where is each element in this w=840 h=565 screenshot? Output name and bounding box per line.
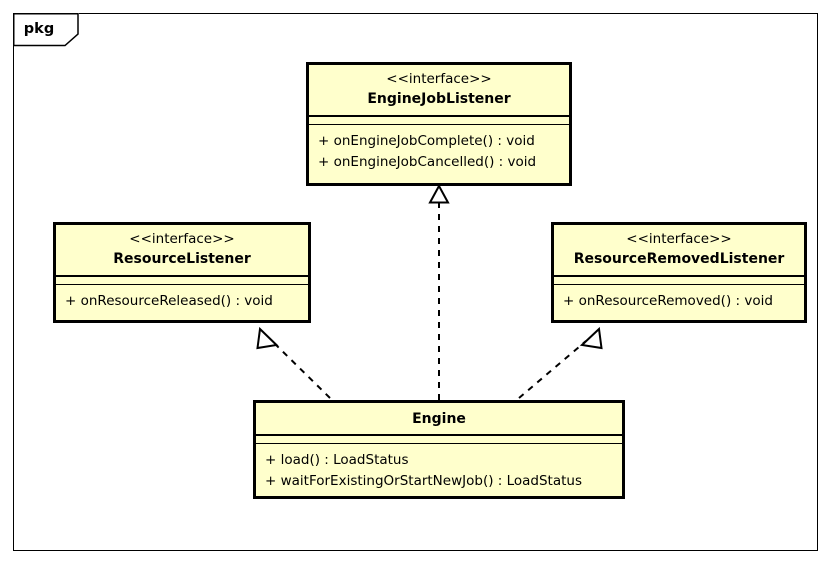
class-header: <<interface>> ResourceListener bbox=[56, 225, 308, 275]
package-frame bbox=[13, 13, 818, 551]
stereotype-label: <<interface>> bbox=[386, 71, 492, 87]
operation-row: + onResourceRemoved() : void bbox=[563, 293, 773, 309]
operation-row: + onResourceReleased() : void bbox=[65, 293, 273, 309]
operations-compartment: + onResourceReleased() : void bbox=[56, 285, 308, 320]
compartment-divider bbox=[554, 283, 804, 285]
attributes-compartment bbox=[554, 277, 804, 284]
class-box-enginejoblistener[interactable]: <<interface>> EngineJobListener + onEngi… bbox=[306, 62, 572, 186]
operation-row: + onEngineJobComplete() : void bbox=[318, 133, 535, 149]
stereotype-label: <<interface>> bbox=[129, 231, 235, 247]
class-name: EngineJobListener bbox=[367, 91, 511, 107]
class-name: Engine bbox=[412, 411, 466, 427]
class-header: Engine bbox=[256, 403, 622, 434]
attributes-compartment bbox=[256, 436, 622, 443]
package-label: pkg bbox=[23, 21, 55, 37]
operations-compartment: + onResourceRemoved() : void bbox=[554, 285, 804, 320]
attributes-compartment bbox=[309, 117, 569, 124]
class-name: ResourceListener bbox=[113, 251, 251, 267]
attributes-compartment bbox=[56, 277, 308, 284]
package-tab: pkg bbox=[13, 13, 79, 47]
class-name: ResourceRemovedListener bbox=[573, 251, 785, 267]
compartment-divider bbox=[256, 434, 622, 436]
package-tab-shape bbox=[13, 13, 79, 47]
class-box-engine[interactable]: Engine + load() : LoadStatus + waitForEx… bbox=[253, 400, 625, 499]
compartment-divider bbox=[56, 283, 308, 285]
operations-compartment: + onEngineJobComplete() : void + onEngin… bbox=[309, 125, 569, 183]
operation-row: + waitForExistingOrStartNewJob() : LoadS… bbox=[265, 473, 583, 489]
operation-row: + onEngineJobCancelled() : void bbox=[318, 154, 537, 170]
operations-compartment: + load() : LoadStatus + waitForExistingO… bbox=[256, 444, 622, 499]
compartment-divider bbox=[309, 123, 569, 125]
compartment-divider bbox=[56, 275, 308, 277]
class-box-resourceremovedlistener[interactable]: <<interface>> ResourceRemovedListener + … bbox=[551, 222, 807, 323]
operation-row: + load() : LoadStatus bbox=[265, 452, 409, 468]
class-header: <<interface>> ResourceRemovedListener bbox=[554, 225, 804, 275]
compartment-divider bbox=[554, 275, 804, 277]
compartment-divider bbox=[256, 442, 622, 444]
compartment-divider bbox=[309, 115, 569, 117]
class-box-resourcelistener[interactable]: <<interface>> ResourceListener + onResou… bbox=[53, 222, 311, 323]
stereotype-label: <<interface>> bbox=[626, 231, 732, 247]
class-header: <<interface>> EngineJobListener bbox=[309, 65, 569, 115]
